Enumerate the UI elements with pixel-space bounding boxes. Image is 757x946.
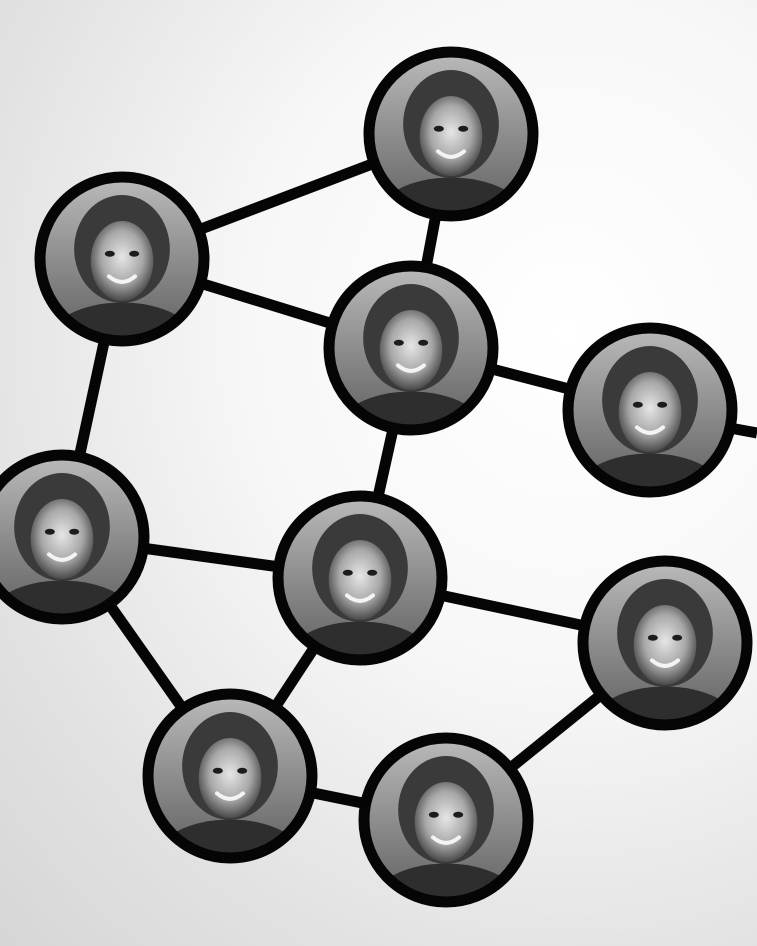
node-ring: [562, 322, 738, 498]
node-ring: [363, 46, 539, 222]
node-ring: [323, 260, 499, 436]
person-node-man-upper-left: [34, 171, 210, 347]
person-nodes: [0, 46, 753, 908]
person-node-woman-center: [323, 260, 499, 436]
person-node-man-bottom-left: [142, 688, 318, 864]
person-node-woman-left: [0, 449, 150, 625]
person-photo: [281, 499, 439, 657]
node-ring: [34, 171, 210, 347]
node-ring: [358, 732, 534, 908]
person-node-man-right-glasses: [562, 322, 738, 498]
node-ring: [0, 449, 150, 625]
person-node-woman-bottom-cap: [358, 732, 534, 908]
person-photo: [367, 741, 525, 899]
person-node-man-right-lower: [577, 555, 753, 731]
node-ring: [272, 490, 448, 666]
person-node-woman-top: [363, 46, 539, 222]
person-photo: [332, 269, 490, 427]
node-ring: [577, 555, 753, 731]
node-ring: [142, 688, 318, 864]
person-photo: [586, 564, 744, 722]
person-photo: [151, 697, 309, 855]
person-photo: [372, 55, 530, 213]
person-node-man-center-glasses: [272, 490, 448, 666]
offscreen-connection-line: [728, 422, 757, 439]
person-photo: [43, 180, 201, 338]
person-photo: [571, 331, 729, 489]
